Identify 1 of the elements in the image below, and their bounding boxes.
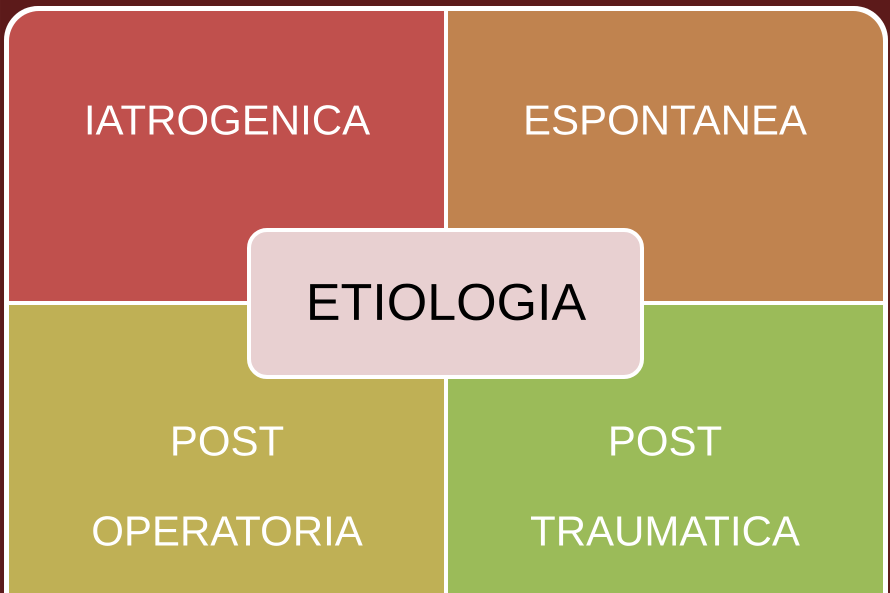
center-box: ETIOLOGIA (247, 228, 644, 379)
